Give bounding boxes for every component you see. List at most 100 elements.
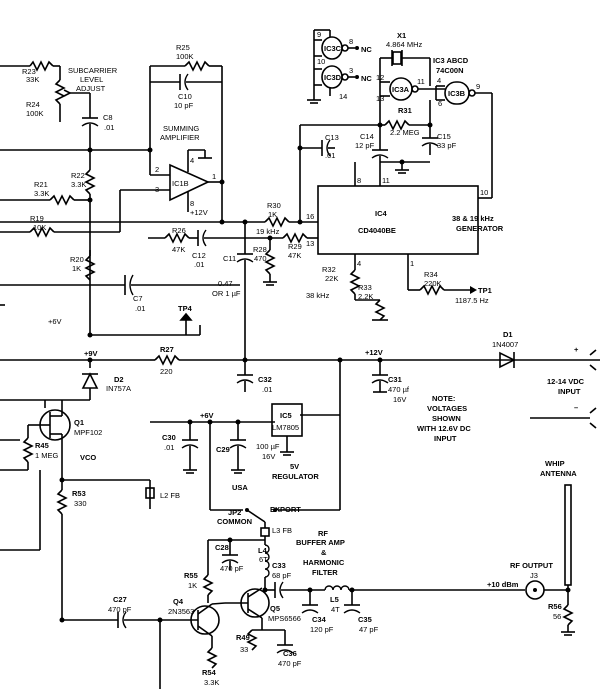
- label-pin-12: 12: [376, 73, 384, 82]
- label-q4-value: 2N3563: [168, 607, 194, 616]
- label-pin-3: 3: [349, 66, 353, 75]
- label-r27: R27: [160, 345, 174, 354]
- label-5v: 5V: [290, 462, 299, 471]
- label-c31: C31: [388, 375, 402, 384]
- label-ic3abcd: IC3 ABCD: [433, 56, 469, 65]
- label-c32-value: .01: [262, 385, 272, 394]
- label-r30-value: 1K: [268, 210, 277, 219]
- label-r26-value: 47K: [172, 245, 185, 254]
- label-c10: C10: [178, 92, 192, 101]
- label-pin1: 1: [212, 172, 216, 181]
- text-labels: R23 33K SUBCARRIER LEVEL ADJUST R24 100K…: [22, 30, 585, 687]
- label-r56-value: 56: [553, 612, 561, 621]
- label-c36: C36: [283, 649, 297, 658]
- label-filter: FILTER: [312, 568, 338, 577]
- label-r25-value: 100K: [176, 52, 194, 61]
- label-c34: C34: [312, 615, 327, 624]
- label-r21-value: 3.3K: [34, 189, 49, 198]
- label-r33: R33: [358, 283, 372, 292]
- label-c34-value: 120 pF: [310, 625, 334, 634]
- label-ic3d: IC3D: [324, 73, 342, 82]
- label-r28-value: 470: [254, 254, 267, 263]
- label-level: LEVEL: [80, 75, 103, 84]
- label-summing: SUMMING: [163, 124, 199, 133]
- label-r19: R19: [30, 214, 44, 223]
- label-r54-value: 3.3K: [204, 678, 219, 687]
- label-c29-volt: 16V: [262, 452, 275, 461]
- label-pin-4: 4: [437, 76, 441, 85]
- label-dbm: +10 dBm: [487, 580, 519, 589]
- label-ic3-type: 74C00N: [436, 66, 464, 75]
- label-pin-16: 16: [306, 212, 314, 221]
- label-nc-1: NC: [361, 45, 372, 54]
- label-note-shown: SHOWN: [432, 414, 461, 423]
- label-r45-value: 1 MEG: [35, 451, 59, 460]
- label-pin3: 3: [155, 185, 159, 194]
- label-vin: 12-14 VDC: [547, 377, 585, 386]
- label-r20: R20: [70, 255, 84, 264]
- label-buffer-amp: BUFFER AMP: [296, 538, 345, 547]
- label-vco: VCO: [80, 453, 96, 462]
- label-plus12b: +12V: [365, 348, 383, 357]
- label-ic1b: IC1B: [172, 179, 189, 188]
- label-r32: R32: [322, 265, 336, 274]
- label-plus9: +9V: [84, 349, 98, 358]
- label-c30: C30: [162, 433, 176, 442]
- label-r34: R34: [424, 270, 438, 279]
- label-q5-value: MPS6566: [268, 614, 301, 623]
- label-r25: R25: [176, 43, 190, 52]
- label-c8: C8: [103, 113, 113, 122]
- label-pin-6: 6: [438, 99, 442, 108]
- label-r45: R45: [35, 441, 49, 450]
- label-r55-value: 1K: [188, 581, 197, 590]
- label-l5-value: 4T: [331, 605, 340, 614]
- label-r49-value: 33: [240, 645, 248, 654]
- label-pin-10b: 10: [480, 188, 488, 197]
- label-c29-value: 100 µF: [256, 442, 280, 451]
- label-r29: R29: [288, 242, 302, 251]
- label-j3: J3: [530, 571, 538, 580]
- label-r23-value: 33K: [26, 75, 39, 84]
- label-jp2: JP2: [228, 508, 241, 517]
- label-c32: C32: [258, 375, 272, 384]
- label-plus6b: +6V: [200, 411, 214, 420]
- label-r53: R53: [72, 489, 86, 498]
- label-r32-value: 22K: [325, 274, 338, 283]
- label-pin-4b: 4: [357, 259, 361, 268]
- label-c7: C7: [133, 294, 143, 303]
- label-pin-8: 8: [349, 37, 353, 46]
- label-c30-value: .01: [164, 443, 174, 452]
- label-plus6: +6V: [48, 317, 62, 326]
- label-r27-value: 220: [160, 367, 173, 376]
- label-pin-8b: 8: [357, 176, 361, 185]
- label-q5: Q5: [270, 604, 280, 613]
- label-r31: R31: [398, 106, 412, 115]
- label-l5: L5: [330, 595, 339, 604]
- label-regulator: REGULATOR: [272, 472, 319, 481]
- label-ic5-value: LM7805: [272, 423, 299, 432]
- label-r22: R22: [71, 171, 85, 180]
- label-r30: R30: [267, 201, 281, 210]
- ic4: [317, 162, 479, 321]
- label-r54: R54: [202, 668, 217, 677]
- label-c36-value: 470 pF: [278, 659, 302, 668]
- label-pin-11b: 11: [382, 176, 390, 185]
- label-l2: L2 FB: [160, 491, 180, 500]
- label-r33-value: 2.2K: [358, 292, 373, 301]
- label-pin-13: 13: [376, 94, 384, 103]
- label-note-dc: WITH 12.6V DC: [417, 424, 471, 433]
- label-d1: D1: [503, 330, 513, 339]
- label-c12-value: .01: [194, 260, 204, 269]
- label-19khz: 19 kHz: [256, 227, 280, 236]
- label-vin-input: INPUT: [558, 387, 581, 396]
- label-subcarrier: SUBCARRIER: [68, 66, 118, 75]
- label-r56: R56: [548, 602, 562, 611]
- label-pin-11: 11: [417, 77, 425, 86]
- label-c11-value: 0.47: [218, 279, 233, 288]
- label-pin-10: 10: [317, 57, 325, 66]
- label-l4-value: 6T: [259, 555, 268, 564]
- label-d2: D2: [114, 375, 124, 384]
- label-amp: &: [321, 548, 327, 557]
- label-export: EXPORT: [270, 505, 301, 514]
- label-c12: C12: [192, 251, 206, 260]
